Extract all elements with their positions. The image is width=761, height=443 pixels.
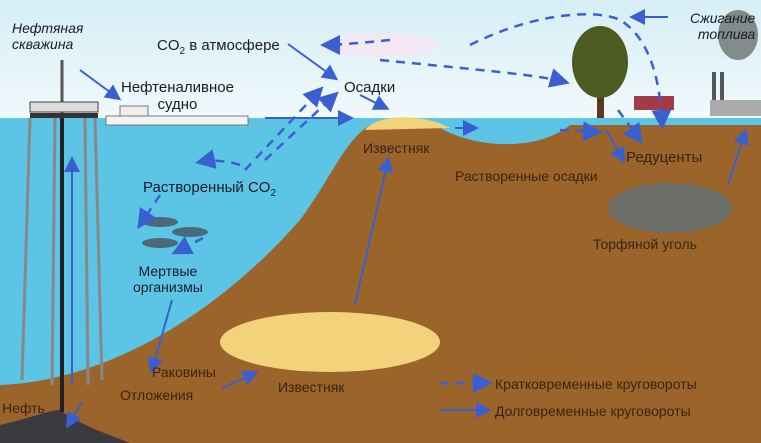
cloud [320, 33, 440, 57]
label-line: организмы [133, 279, 203, 295]
short-cycle-arrows [137, 13, 672, 255]
oil-rig [20, 60, 104, 412]
oil-pool [0, 410, 130, 443]
label-co2-atmosphere: CO2 в атмосфере [157, 38, 280, 60]
peat-coal-deposit [608, 183, 732, 233]
label-line: скважина [12, 36, 74, 52]
factory [710, 10, 761, 116]
label-line: Нефтяная [12, 20, 84, 36]
label-line: Мертвые [138, 263, 198, 279]
limestone-deposit [220, 312, 440, 372]
legend-long-cycles: Долговременные круговороты [495, 403, 691, 419]
label-line: топлива [697, 26, 756, 42]
cow [634, 96, 674, 110]
label-limestone-top: Известняк [363, 140, 430, 156]
label-oil: Нефть [2, 400, 45, 416]
label-peat-coal: Торфяной уголь [593, 236, 697, 252]
legend-lines [440, 373, 493, 418]
legend-short-cycles: Кратковременные круговороты [495, 376, 697, 392]
label-line: судно [157, 96, 198, 113]
long-cycle-arrows [64, 9, 749, 429]
label-dissolved-sediments: Растворенные осадки [455, 168, 598, 184]
label-limestone-bottom: Известняк [278, 379, 345, 395]
ground [0, 125, 761, 443]
label-dissolved-co2: Растворенный CO2 [143, 180, 276, 202]
label-text: Растворенный CO [143, 179, 271, 196]
label-line: Сжигание [690, 10, 756, 26]
label-sub: 2 [179, 46, 186, 57]
label-text: в атмосфере [185, 37, 280, 54]
label-decomposers: Редуценты [626, 149, 703, 166]
limestone-top [365, 117, 450, 130]
label-precipitation: Осадки [344, 79, 396, 96]
tanker-ship [105, 105, 249, 126]
label-text: CO [157, 37, 180, 54]
label-shells: Раковины [152, 364, 216, 380]
tree [572, 26, 628, 118]
label-deposits: Отложения [120, 387, 194, 403]
label-sub: 2 [270, 188, 277, 199]
label-line: Нефтеналивное [121, 79, 234, 96]
